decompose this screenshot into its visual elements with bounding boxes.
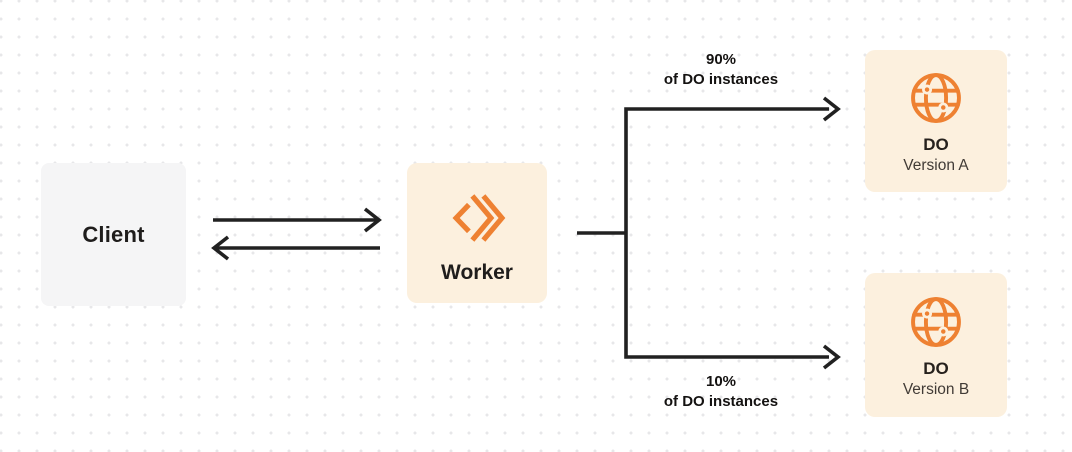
do-b-version-label: Version B — [902, 381, 970, 398]
request-arrow-icon — [213, 207, 382, 233]
route-b-label: 10% of DO instances — [626, 372, 816, 412]
worker-label: Worker — [441, 261, 513, 284]
route-b-caption: of DO instances — [663, 393, 779, 410]
route-a-label: 90% of DO instances — [626, 50, 816, 90]
route-a-arrowhead-icon — [822, 96, 841, 122]
do-a-version-label: Version A — [903, 157, 969, 174]
do-node-version-a: DO Version A — [865, 50, 1007, 192]
do-a-title: DO — [923, 135, 949, 154]
workers-icon — [452, 194, 506, 242]
route-b-percent: 10% — [705, 373, 737, 390]
client-label: Client — [82, 221, 145, 247]
split-bracket — [624, 107, 829, 359]
globe-icon — [911, 297, 961, 347]
route-a-caption: of DO instances — [663, 71, 779, 88]
route-b-arrowhead-icon — [822, 344, 841, 370]
do-node-version-b: DO Version B — [865, 273, 1007, 417]
globe-icon — [911, 73, 961, 123]
response-arrow-icon — [211, 235, 380, 261]
client-node: Client — [41, 163, 186, 306]
worker-node: Worker — [407, 163, 547, 303]
route-a-percent: 90% — [705, 51, 737, 68]
do-b-title: DO — [923, 359, 949, 378]
